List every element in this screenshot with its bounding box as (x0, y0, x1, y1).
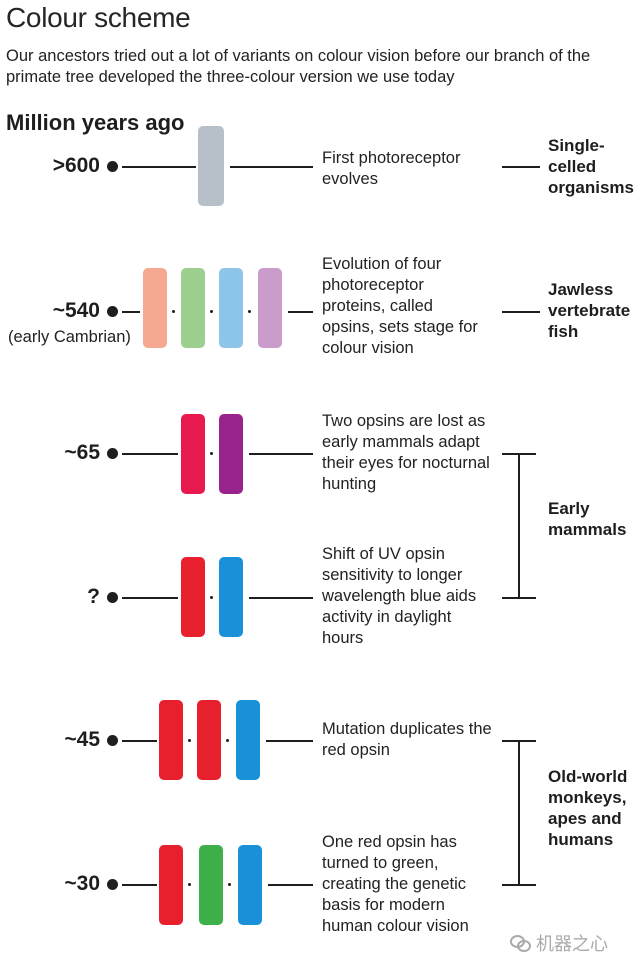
opsin-separator (188, 739, 191, 742)
axis-title: Million years ago (6, 110, 185, 135)
group-label-single-celled: Single-celled organisms (548, 136, 634, 197)
opsin-green (199, 845, 223, 925)
stage-description-unknown: Shift of UV opsin sensitivity to longer … (322, 545, 477, 647)
opsin-blue-light (219, 268, 243, 348)
opsin-separator (226, 739, 229, 742)
opsin-separator (210, 310, 213, 313)
connector-line (249, 597, 313, 599)
group-label-jawless-fish: Jawless vertebrate fish (548, 280, 631, 341)
stage-description-65: Two opsins are lost as early mammals ada… (322, 412, 490, 493)
timeline-dot (107, 879, 118, 890)
connector-line (249, 453, 313, 455)
connector-line (122, 166, 196, 168)
group-connector (502, 166, 540, 168)
stage-time-45: ~45 (64, 728, 100, 751)
bracket-bottom (502, 597, 536, 599)
timeline-dot (107, 735, 118, 746)
connector-line (122, 884, 157, 886)
opsin-grey (198, 126, 224, 206)
stage-description-600: First photoreceptor evolves (322, 149, 461, 188)
stage-note-cambrian: (early Cambrian) (8, 328, 131, 346)
connector-line (266, 740, 313, 742)
connector-line (122, 740, 157, 742)
stage-time-65: ~65 (64, 441, 100, 464)
watermark: 机器之心 (510, 930, 608, 956)
timeline-dot (107, 306, 118, 317)
diagram-title: Colour scheme (6, 2, 191, 33)
opsin-violet-light (258, 268, 282, 348)
connector-line (122, 311, 140, 313)
opsin-separator (210, 596, 213, 599)
opsin-red (197, 700, 221, 780)
stage-time-unknown: ? (87, 585, 100, 608)
stage-time-30: ~30 (64, 872, 100, 895)
opsin-red (159, 700, 183, 780)
connector-line (122, 597, 178, 599)
opsin-separator (188, 883, 191, 886)
connector-line (288, 311, 313, 313)
opsin-red (159, 845, 183, 925)
bracket-vertical (518, 740, 520, 886)
connector-line (122, 453, 178, 455)
connector-line (268, 884, 313, 886)
opsin-green-light (181, 268, 205, 348)
opsin-red (181, 557, 205, 637)
opsin-blue (236, 700, 260, 780)
group-connector (502, 311, 540, 313)
stage-description-30: One red opsin has turned to green, creat… (322, 833, 469, 935)
stage-time-600: >600 (52, 154, 100, 177)
timeline-dot (107, 592, 118, 603)
stage-time-540: ~540 (52, 299, 100, 322)
bracket-vertical (518, 453, 520, 599)
opsin-separator (228, 883, 231, 886)
opsin-separator (172, 310, 175, 313)
watermark-text: 机器之心 (536, 934, 608, 954)
diagram-subtitle: Our ancestors tried out a lot of variant… (6, 47, 591, 86)
wechat-icon (510, 935, 531, 952)
opsin-blue (219, 557, 243, 637)
timeline-dot (107, 161, 118, 172)
stage-description-45: Mutation duplicates the red opsin (322, 720, 492, 759)
group-label-early-mammals: Early mammals (548, 499, 627, 539)
group-label-old-world: Old-world monkeys, apes and humans (548, 767, 628, 849)
opsin-separator (210, 452, 213, 455)
opsin-separator (248, 310, 251, 313)
opsin-blue (238, 845, 262, 925)
opsin-purple (219, 414, 243, 494)
stage-description-540: Evolution of four photoreceptor proteins… (322, 255, 478, 357)
opsin-crimson (181, 414, 205, 494)
bracket-bottom (502, 884, 536, 886)
connector-line (230, 166, 313, 168)
opsin-salmon (143, 268, 167, 348)
timeline-dot (107, 448, 118, 459)
